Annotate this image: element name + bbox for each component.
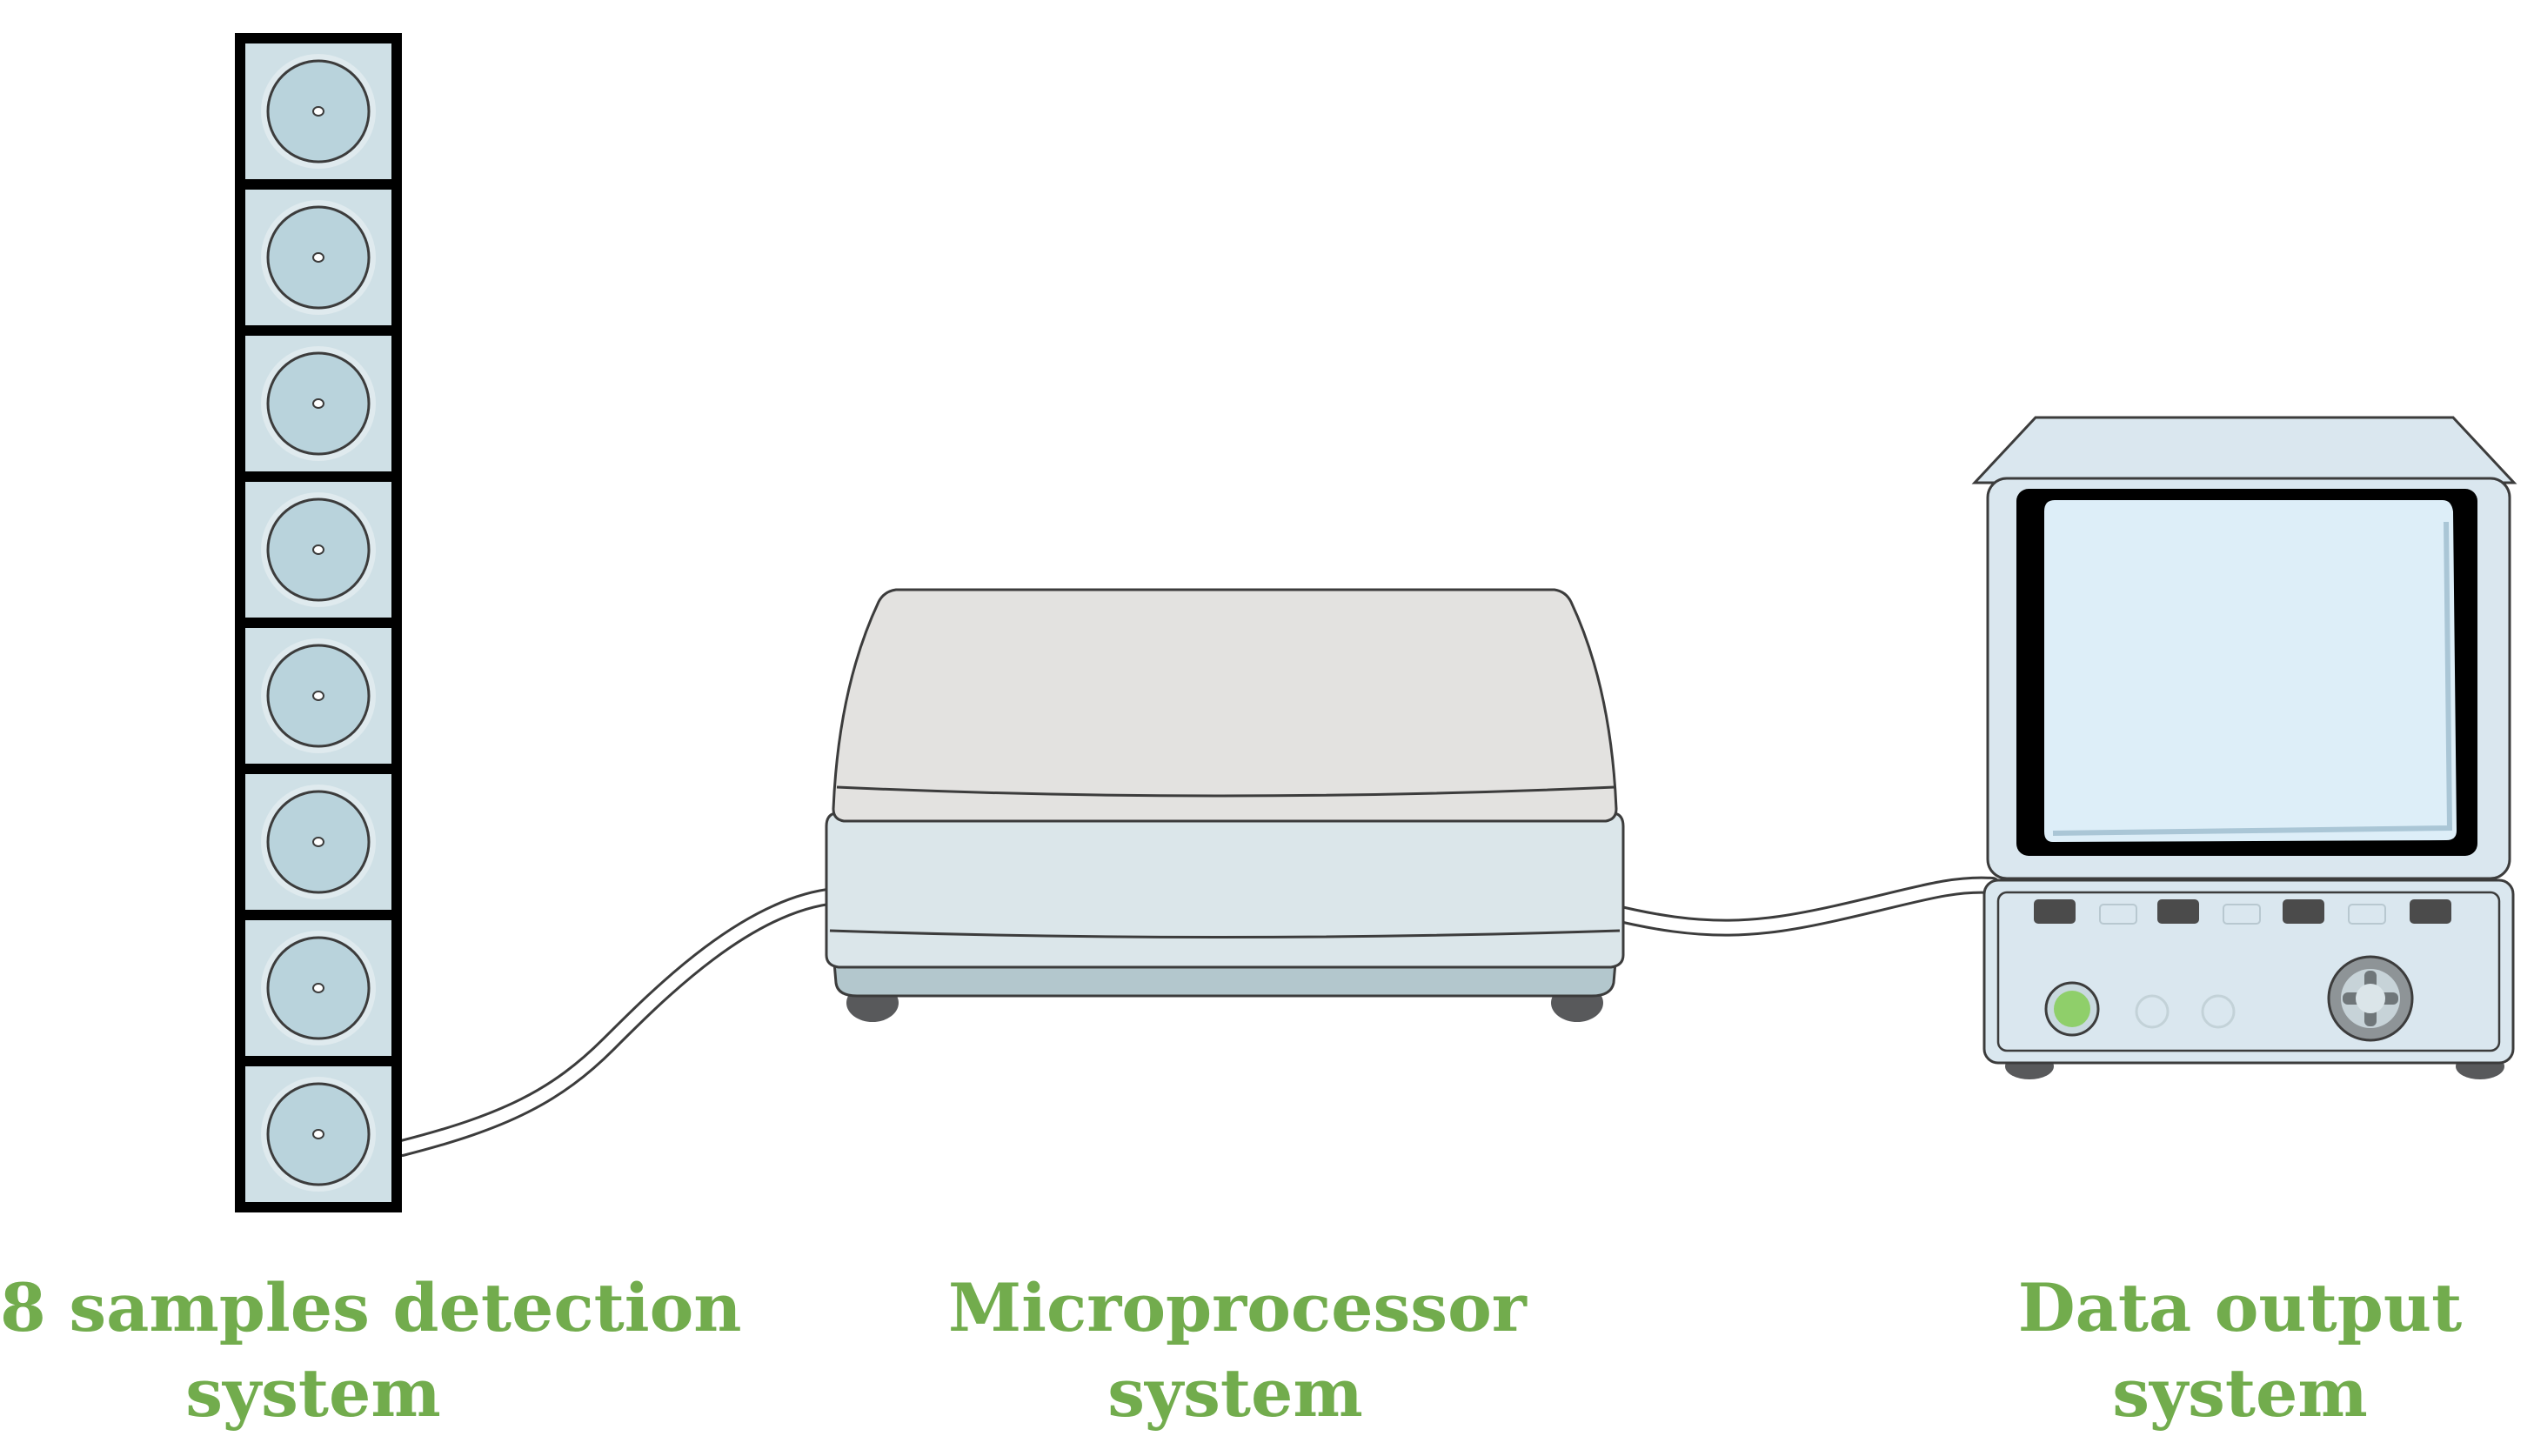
sample-cell [240,769,397,915]
sample-well-icon [313,399,324,408]
sample-cell [240,623,397,769]
label-detection-line-1: 8 samples detection [0,1266,626,1351]
power-button-icon [2046,983,2098,1035]
sample-well-icon [313,984,324,992]
sample-cell [240,1061,397,1207]
label-output-line-2: system [1992,1351,2488,1436]
crt-monitor-icon [1975,417,2514,1079]
cable-microprocessor-to-monitor [1609,885,1992,928]
cable-detection-to-microprocessor [402,896,835,1148]
sample-column-icon [240,38,397,1207]
sample-well-icon [313,691,324,700]
label-output-line-1: Data output [1992,1266,2488,1351]
sample-cell [240,477,397,623]
sample-well-icon [313,838,324,846]
sample-cell [240,38,397,184]
label-microprocessor-line-2: system [948,1351,1522,1436]
label-microprocessor-line-1: Microprocessor [948,1266,1522,1351]
label-microprocessor-system: Microprocessor system [948,1266,1522,1436]
control-knob-icon [2329,957,2412,1040]
sample-cell [240,915,397,1061]
sample-well-icon [313,1130,324,1139]
sample-cell [240,331,397,477]
label-detection-line-2: system [0,1351,626,1436]
label-output-system: Data output system [1992,1266,2488,1436]
sample-well-icon [313,253,324,262]
microprocessor-unit-icon [826,590,1623,1022]
sample-well-icon [313,107,324,116]
label-detection-system: 8 samples detection system [0,1266,626,1436]
sample-cell [240,184,397,331]
sample-well-icon [313,545,324,554]
